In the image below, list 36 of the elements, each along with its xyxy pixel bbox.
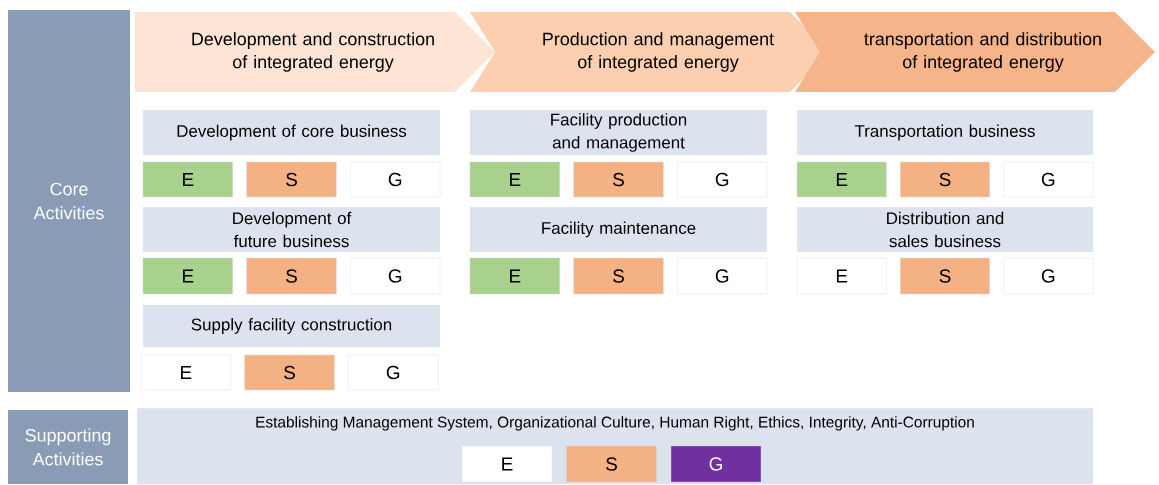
esg-tile: S [244,354,335,391]
esg-tile: E [796,257,887,295]
esg-tile: G [1003,161,1094,198]
esg-tile: S [573,257,664,295]
stage-header: Development and construction of integrated energy [135,12,495,92]
esg-tile: G [350,257,441,295]
esg-tile: E [469,257,560,295]
esg-tile: E [142,257,233,295]
stage-header: Production and management of integrated energy [470,12,830,92]
activity-box: Transportation business [797,110,1093,155]
activity-box: Development of core business [143,110,440,155]
activity-box: Facility production and management [470,110,767,155]
esg-tile: E [140,354,231,391]
category-band: Core Activities [8,10,130,392]
esg-tile: G [677,161,768,198]
esg-tile: G [1003,257,1094,295]
esg-tile: S [246,161,337,198]
esg-tile: S [900,161,990,198]
activity-box: Facility maintenance [470,207,767,252]
esg-tile: G [350,161,441,198]
activity-box: Supply facility construction [143,305,440,347]
category-band: Supporting Activities [8,410,128,484]
esg-tile: E [796,161,887,198]
esg-tile: S [900,257,990,295]
esg-tile: S [566,445,657,483]
esg-tile: E [469,161,560,198]
esg-tile: E [461,445,553,483]
activity-box: Development of future business [143,207,440,252]
esg-tile: S [573,161,664,198]
stage-header: transportation and distribution of integrated energy [795,12,1155,92]
esg-tile: G [670,445,762,483]
activity-box: Distribution and sales business [797,207,1093,252]
esg-tile: G [677,257,768,295]
esg-tile: S [246,257,337,295]
esg-tile: G [348,354,439,391]
esg-tile: E [142,161,233,198]
